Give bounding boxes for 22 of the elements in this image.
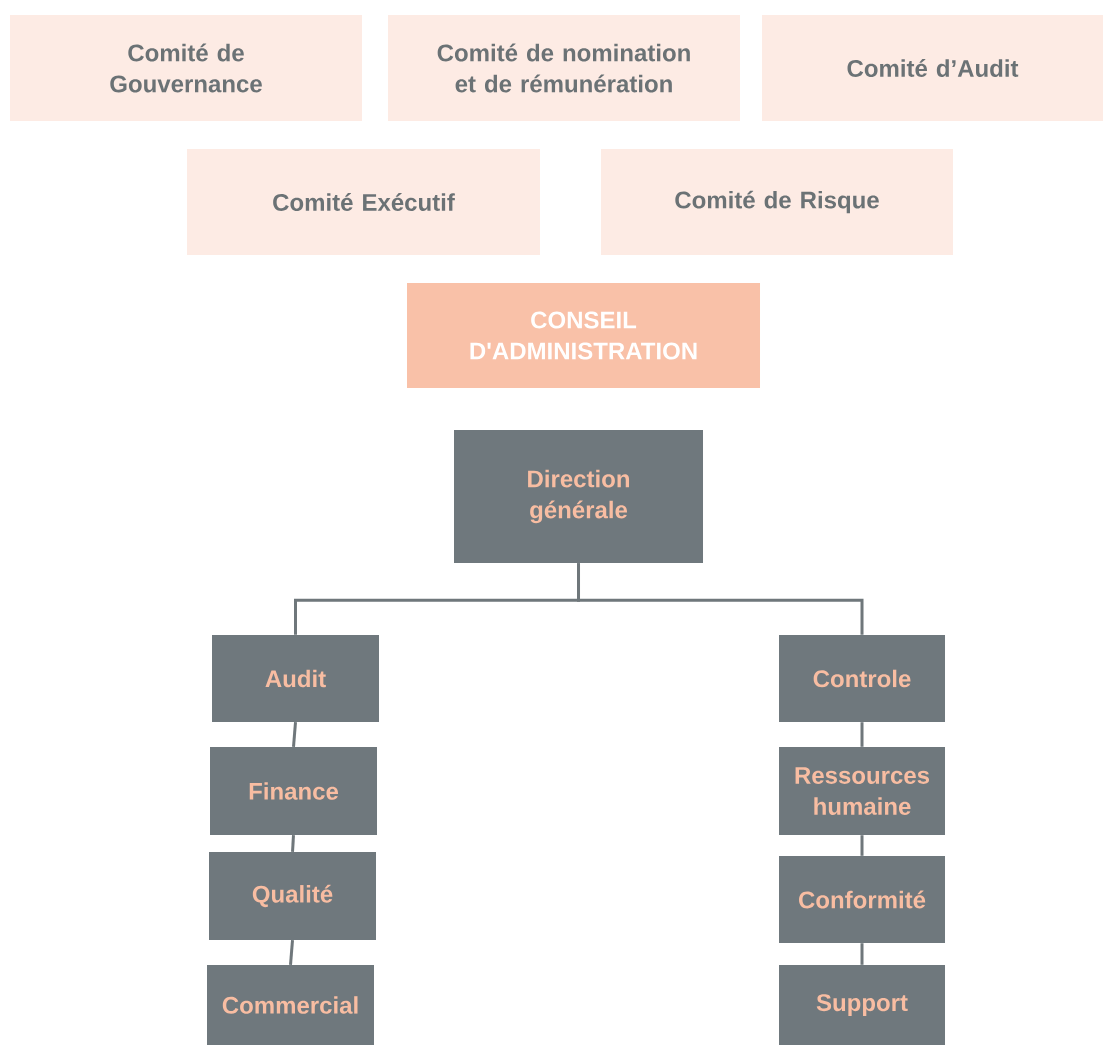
department-box: Ressources humaine (779, 747, 945, 835)
connector-line (577, 563, 864, 635)
committee-box: Comité de Risque (601, 149, 953, 255)
department-box: Direction générale (454, 430, 703, 563)
board-box: CONSEIL D'ADMINISTRATION (407, 283, 760, 388)
connector-line (292, 722, 297, 747)
connector-line (289, 940, 294, 965)
connector-line (860, 722, 864, 747)
department-box: Controle (779, 635, 945, 722)
department-box: Conformité (779, 856, 945, 943)
committee-box: Comité Exécutif (187, 149, 540, 255)
department-box: Qualité (209, 852, 376, 940)
committee-box: Comité d’Audit (762, 15, 1103, 121)
department-box: Commercial (207, 965, 374, 1045)
department-box: Support (779, 965, 945, 1045)
department-box: Finance (210, 747, 377, 835)
department-box: Audit (212, 635, 379, 722)
committee-box: Comité de Gouvernance (10, 15, 362, 121)
committee-box: Comité de nomination et de rémunération (388, 15, 740, 121)
connector-line (291, 835, 295, 852)
connector-line (860, 835, 864, 856)
connector-line (860, 943, 864, 965)
